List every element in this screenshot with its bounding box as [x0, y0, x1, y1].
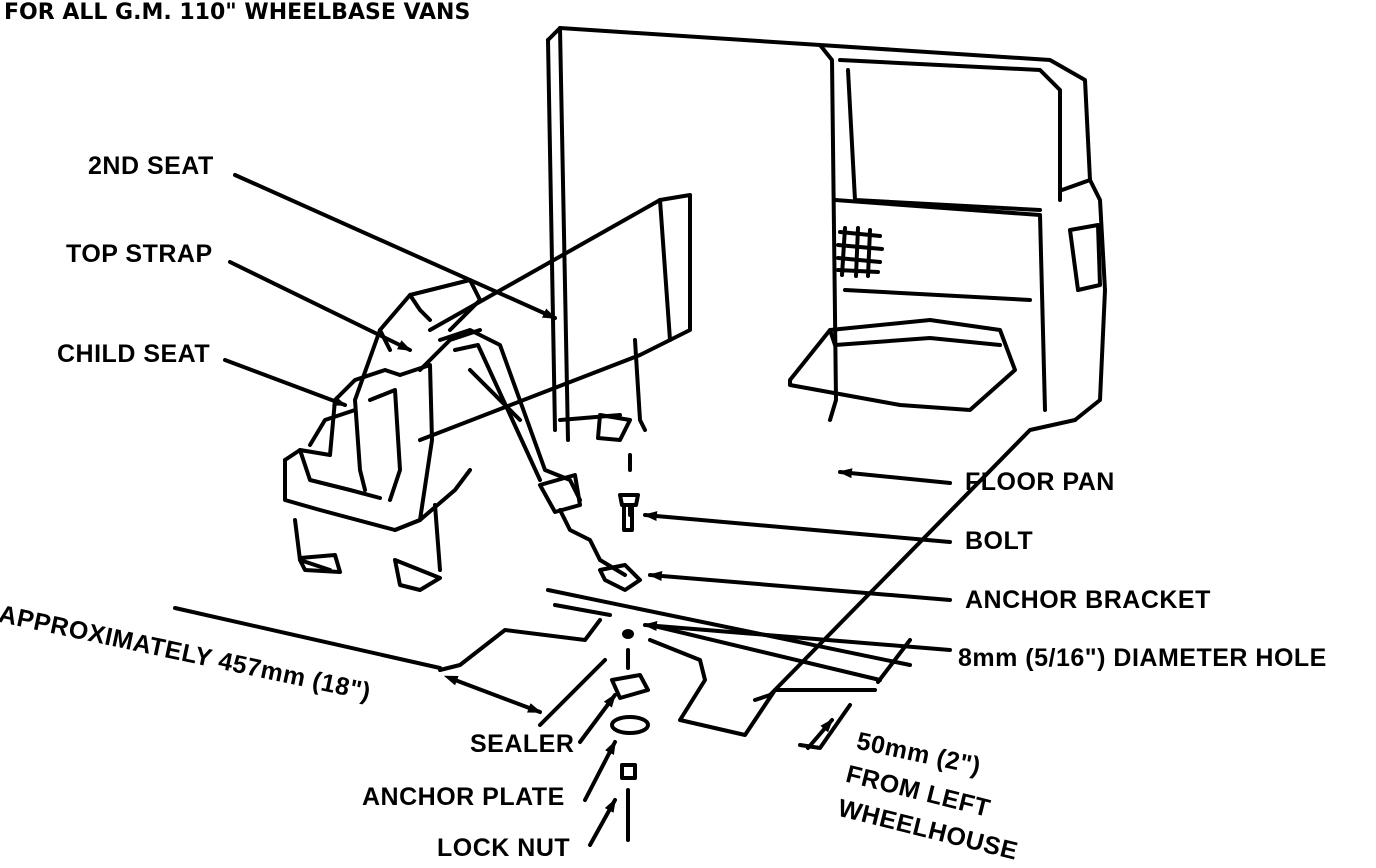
- leader-anchor-bracket: [648, 571, 952, 602]
- label-2nd-seat: 2ND SEAT: [88, 152, 214, 180]
- leader-2nd-seat: [233, 173, 557, 320]
- label-top-strap: TOP STRAP: [66, 240, 213, 268]
- label-bolt: BOLT: [965, 527, 1034, 555]
- leader-approx: [173, 606, 442, 670]
- leader-top-strap: [228, 260, 412, 352]
- leader-sealer-arrow: [578, 693, 617, 744]
- label-hole: 8mm (5/16") DIAMETER HOLE: [958, 644, 1327, 672]
- floor-pan: [438, 418, 1077, 737]
- child-seat: [308, 278, 482, 492]
- dim-approx: [443, 675, 542, 714]
- label-child-seat: CHILD SEAT: [57, 340, 211, 368]
- diagram-title: FOR ALL G.M. 110" WHEELBASE VANS: [4, 0, 471, 25]
- seat-belt: [438, 328, 642, 592]
- label-floor-pan: FLOOR PAN: [965, 468, 1115, 496]
- leader-floor-pan: [838, 468, 952, 485]
- van-body: [546, 26, 1107, 442]
- label-anchor-bracket: ANCHOR BRACKET: [965, 586, 1211, 614]
- leader-bolt: [643, 511, 952, 544]
- label-anchor-plate: ANCHOR PLATE: [362, 783, 565, 811]
- leader-child-seat: [223, 358, 347, 407]
- label-lock-nut: LOCK NUT: [437, 834, 571, 862]
- leader-lines: [173, 173, 952, 847]
- leader-sealer: [538, 658, 607, 727]
- label-sealer: SEALER: [470, 730, 575, 758]
- leader-anchor-plate: [583, 740, 617, 802]
- leader-lock-nut: [588, 798, 617, 847]
- leader-hole: [643, 620, 952, 652]
- leader-wheelhouse: [806, 718, 834, 750]
- hardware-stack: [610, 453, 650, 842]
